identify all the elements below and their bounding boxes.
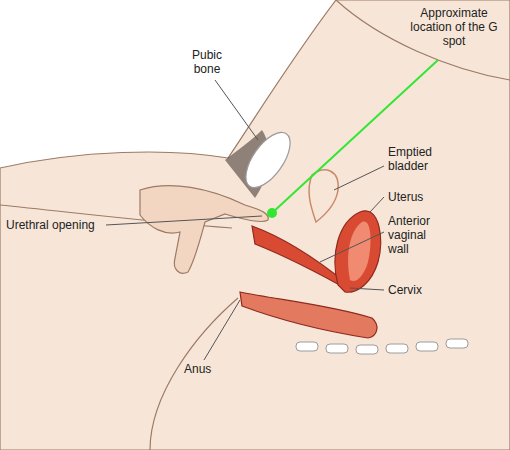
buttock-contour [150, 298, 238, 450]
vertebra [386, 344, 408, 353]
vertebra [356, 345, 378, 354]
leader-line [370, 197, 384, 212]
label-box: Urethral opening [6, 218, 95, 232]
vertebra [296, 342, 318, 351]
anatomy-label: Anus [184, 362, 211, 376]
pubic-bone [237, 125, 298, 195]
uterus-cavity [348, 222, 370, 281]
vertebra [326, 344, 348, 353]
abdomen-contour [336, 0, 510, 80]
pointer-line [272, 60, 438, 213]
label-box: Approximate location of the G spot [408, 6, 500, 48]
label-box: Anterior vaginal wall [388, 214, 450, 256]
anatomy-label: Cervix [388, 283, 422, 297]
anatomy-label: Anterior vaginal wall [388, 214, 430, 256]
leader-line [320, 232, 384, 262]
label-box: Emptied bladder [388, 145, 450, 173]
label-box: Pubic bone [182, 48, 232, 76]
leader-line [334, 166, 384, 190]
anatomy-label: Approximate location of the G spot [410, 6, 497, 48]
anatomy-label: Urethral opening [6, 218, 95, 232]
rectum [240, 292, 377, 338]
vertebra [446, 339, 468, 348]
hand [140, 186, 268, 274]
label-box: Anus [184, 362, 211, 376]
anatomy-label: Pubic bone [192, 48, 222, 76]
leader-line [106, 216, 262, 225]
anatomy-label: Emptied bladder [388, 145, 432, 173]
anatomy-label: Uterus [388, 190, 423, 204]
leader-line [204, 300, 240, 360]
leader-line [350, 288, 384, 290]
vertebra [416, 342, 438, 351]
label-box: Cervix [388, 283, 468, 297]
bladder [309, 170, 338, 222]
leader-line [215, 80, 258, 140]
g-spot-dot [267, 208, 277, 218]
label-box: Uterus [388, 190, 468, 204]
